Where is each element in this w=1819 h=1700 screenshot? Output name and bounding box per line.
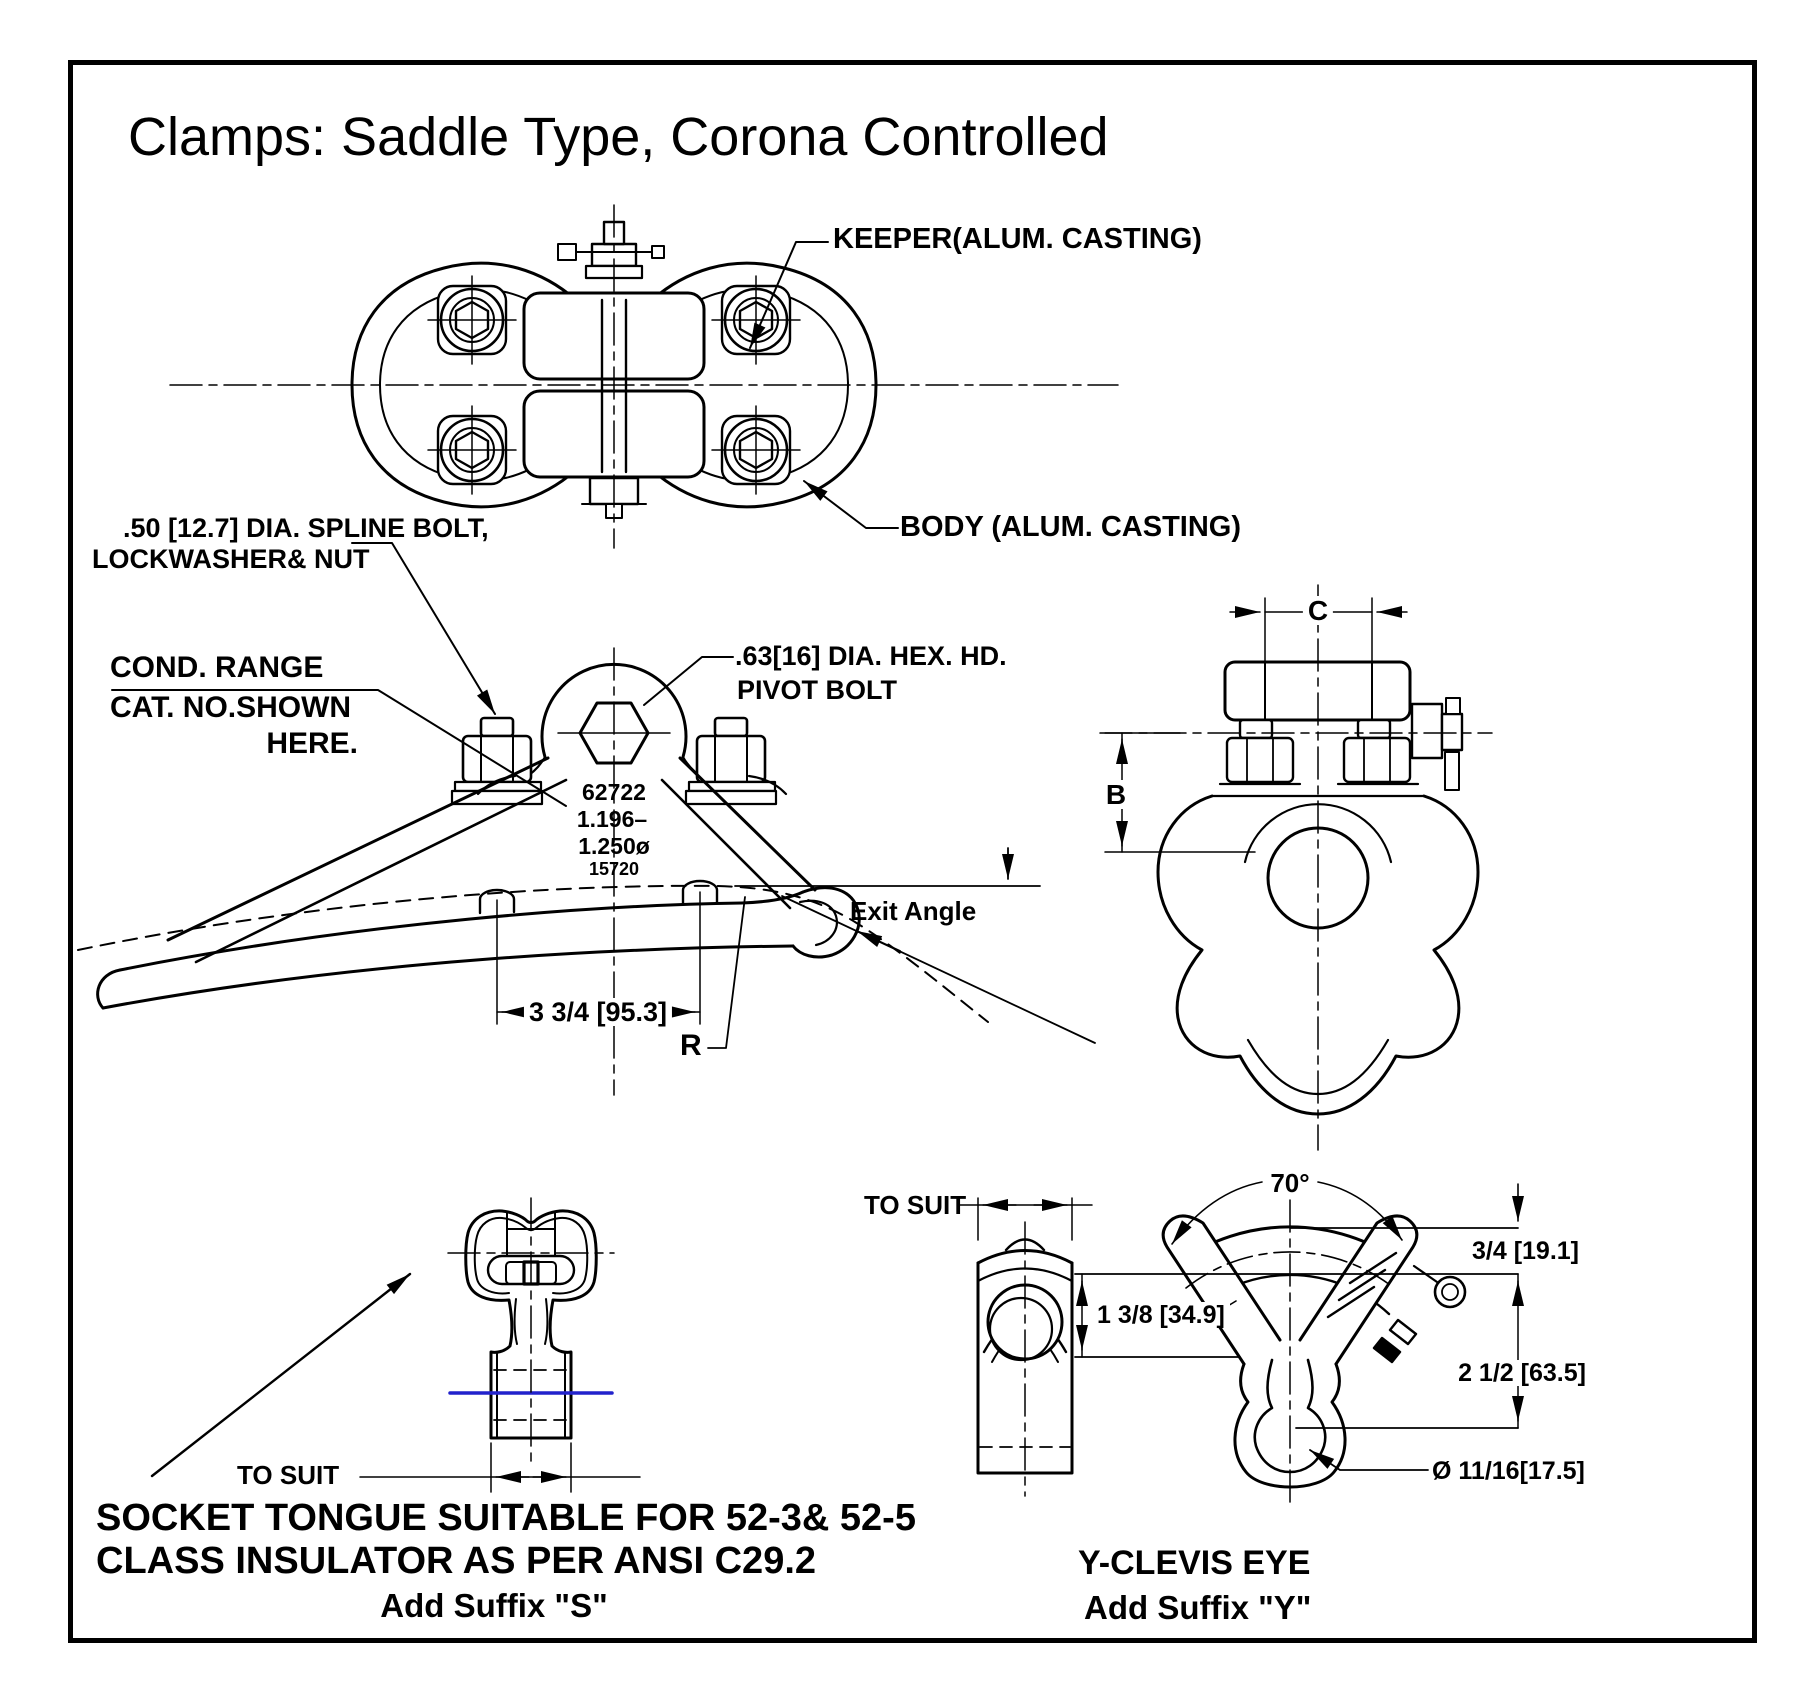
sheet-border [68, 60, 1757, 1643]
yclevis-caption-line2: Add Suffix "Y" [1084, 1589, 1312, 1626]
exit-angle-line [781, 895, 1096, 1044]
socket-leader-arrow [150, 1272, 412, 1478]
top-bolt-3 [427, 405, 517, 495]
dim-angle-label: 70° [1265, 1169, 1315, 1198]
cond-range-max: 1.250ø [578, 833, 650, 859]
alt-catalog-number: 15720 [588, 859, 640, 879]
base-hook [791, 886, 861, 959]
yclevis-pin [1326, 1251, 1467, 1364]
front-spline-bolt-right [684, 716, 778, 806]
body-label: BODY (ALUM. CASTING) [900, 511, 1242, 543]
front-view [77, 542, 1096, 1096]
exit-angle-label: Exit Angle [850, 896, 977, 926]
top-bolt-2 [711, 275, 801, 365]
pivot-bolt-note-line2: PIVOT BOLT [737, 675, 897, 705]
dim-bolt-spacing: 3 3/4 [95.3] [523, 998, 673, 1026]
socket-caption-line1: SOCKET TONGUE SUITABLE FOR 52-3& 52-5 [96, 1497, 916, 1539]
top-bolt-4 [711, 405, 801, 495]
body-leader [803, 480, 899, 529]
conductor-dashed [77, 884, 989, 1023]
cond-range-min: 1.196– [576, 806, 648, 832]
cond-range-leader [111, 689, 567, 807]
top-bolt-1 [427, 275, 517, 365]
front-spline-bolt-left [450, 716, 544, 806]
clevis-bar-outline [976, 1261, 1074, 1475]
keeper-label: KEEPER(ALUM. CASTING) [833, 223, 1202, 255]
pivot-note-leader [643, 656, 734, 706]
dim-hole-label: Ø 11/16[17.5] [1432, 1457, 1585, 1485]
radius-leader [707, 896, 746, 1049]
yclevis-caption-line1: Y-CLEVIS EYE [1078, 1544, 1311, 1582]
spline-note-leader [351, 542, 496, 715]
pivot-bolt-note-line1: .63[16] DIA. HEX. HD. [735, 641, 1007, 671]
socket-to-suit-label: TO SUIT [237, 1460, 340, 1490]
socket-suffix-note: Add Suffix "S" [380, 1587, 608, 1624]
spline-bolt-note-line2: LOCKWASHER& NUT [92, 544, 370, 574]
saddle-base [118, 890, 805, 972]
spline-bolt-note-line1: .50 [12.7] DIA. SPLINE BOLT, [123, 513, 489, 543]
y-clevis-view [1074, 1181, 1524, 1509]
cond-range-line3: HERE. [266, 727, 358, 760]
clevis-bar-view [957, 1197, 1093, 1497]
side-view [1099, 584, 1493, 1151]
radius-label: R [680, 1029, 702, 1062]
dim-top-offset-label: 3/4 [19.1] [1472, 1237, 1580, 1265]
socket-outline [464, 1209, 598, 1440]
cond-range-line2: CAT. NO.SHOWN [110, 691, 352, 724]
clevis-to-suit-label: TO SUIT [864, 1190, 967, 1220]
dim-b-label: B [1100, 780, 1132, 809]
keeper-leader [749, 241, 829, 349]
top-view [169, 204, 1119, 549]
page-title: Clamps: Saddle Type, Corona Controlled [128, 107, 1109, 167]
socket-tongue-view [150, 1197, 641, 1493]
dim-side-offset-label: 1 3/8 [34.9] [1092, 1302, 1230, 1328]
socket-caption-line2: CLASS INSULATOR AS PER ANSI C29.2 [96, 1540, 817, 1582]
dim-height-label: 2 1/2 [63.5] [1453, 1360, 1591, 1386]
dim-c-label: C [1302, 596, 1334, 625]
cond-range-line1: COND. RANGE [110, 651, 324, 684]
catalog-number: 62722 [582, 779, 646, 805]
